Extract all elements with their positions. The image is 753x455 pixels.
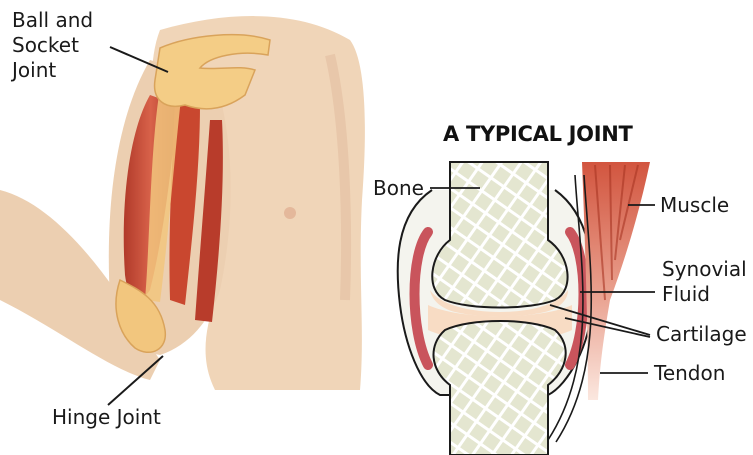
lower-bone: [434, 321, 566, 455]
upper-bone: [432, 162, 567, 308]
muscle: [582, 162, 650, 400]
nipple: [284, 207, 296, 219]
label-tendon: Tendon: [654, 361, 725, 386]
label-bone: Bone: [373, 176, 424, 201]
label-muscle: Muscle: [660, 193, 729, 218]
title-typical-joint: A TYPICAL JOINT: [443, 122, 633, 146]
label-cartilage: Cartilage: [656, 322, 747, 347]
label-ball-socket-joint: Ball and Socket Joint: [12, 8, 93, 83]
joint-diagram: [398, 162, 650, 455]
label-hinge-joint: Hinge Joint: [52, 405, 161, 430]
label-synovial-fluid: Synovial Fluid: [662, 257, 747, 307]
